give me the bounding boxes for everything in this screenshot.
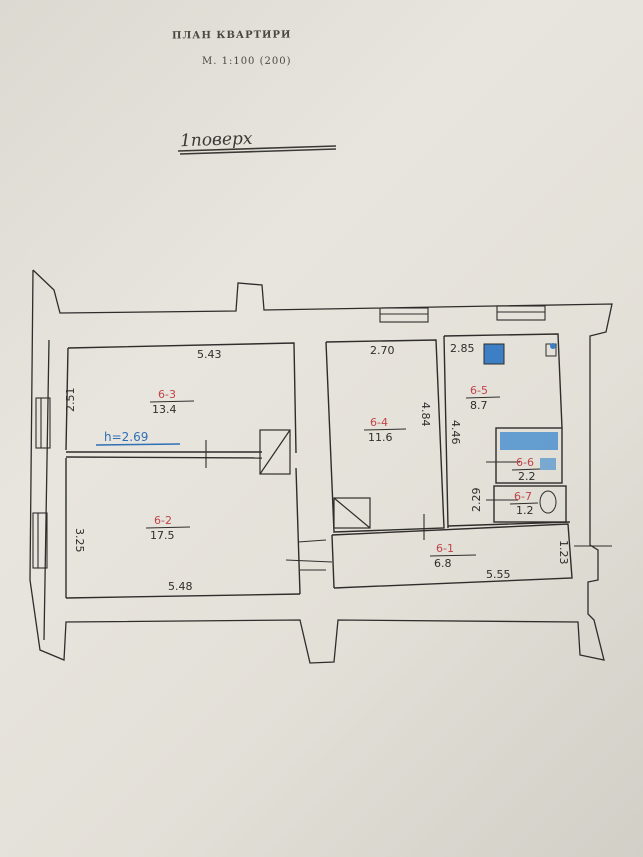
room-area: 2.2 bbox=[518, 470, 536, 483]
door-marks bbox=[205, 440, 612, 571]
room-area: 17.5 bbox=[150, 529, 175, 542]
room-label: 6-6 bbox=[516, 456, 534, 469]
dim-room5-depth: 4.46 bbox=[449, 420, 462, 445]
room-label: 6-1 bbox=[436, 542, 454, 555]
plan-scale: М. 1:100 (200) bbox=[202, 56, 292, 67]
room-6-4: 6-4 11.6 bbox=[363, 416, 407, 444]
room-outlines bbox=[65, 333, 573, 599]
dim-bath-depth: 2.29 bbox=[470, 488, 483, 513]
room-area: 6.8 bbox=[434, 557, 452, 570]
room-6-7: 6-7 1.2 bbox=[509, 490, 539, 517]
room-6-1: 6-1 6.8 bbox=[429, 542, 477, 570]
room-label: 6-3 bbox=[158, 388, 176, 401]
room-6-5: 6-5 8.7 bbox=[465, 384, 501, 412]
floor-underline bbox=[177, 145, 337, 155]
kitchen-fixtures bbox=[483, 343, 558, 514]
room-area: 13.4 bbox=[152, 403, 177, 416]
dim-hall-width: 5.55 bbox=[486, 568, 511, 581]
dim-room5-width: 2.85 bbox=[450, 342, 475, 355]
room-6-3: 6-3 13.4 bbox=[149, 388, 195, 416]
dim-room3-depth: 2.51 bbox=[64, 388, 77, 413]
ceiling-height-note: h=2.69 bbox=[95, 430, 181, 446]
room-label: 6-4 bbox=[370, 416, 388, 429]
dim-room2-width: 5.48 bbox=[168, 580, 193, 593]
outer-walls bbox=[29, 269, 613, 664]
dim-room4-depth: 4.84 bbox=[419, 402, 432, 427]
dim-room2-depth: 3.25 bbox=[73, 528, 86, 553]
room-area: 8.7 bbox=[470, 399, 488, 412]
height-text: h=2.69 bbox=[104, 430, 148, 444]
window-marks bbox=[32, 305, 546, 569]
heating-stove bbox=[259, 429, 371, 529]
room-area: 11.6 bbox=[368, 431, 393, 444]
dim-room4-width: 2.70 bbox=[370, 344, 395, 357]
room-6-6: 6-6 2.2 bbox=[511, 456, 541, 483]
room-6-2: 6-2 17.5 bbox=[145, 514, 191, 542]
room-label: 6-7 bbox=[514, 490, 532, 503]
room-area: 1.2 bbox=[516, 504, 534, 517]
room-label: 6-2 bbox=[154, 514, 172, 527]
room-label: 6-5 bbox=[470, 384, 488, 397]
dim-room3-width: 5.43 bbox=[197, 348, 222, 361]
dim-hall-depth: 1.23 bbox=[557, 540, 570, 565]
